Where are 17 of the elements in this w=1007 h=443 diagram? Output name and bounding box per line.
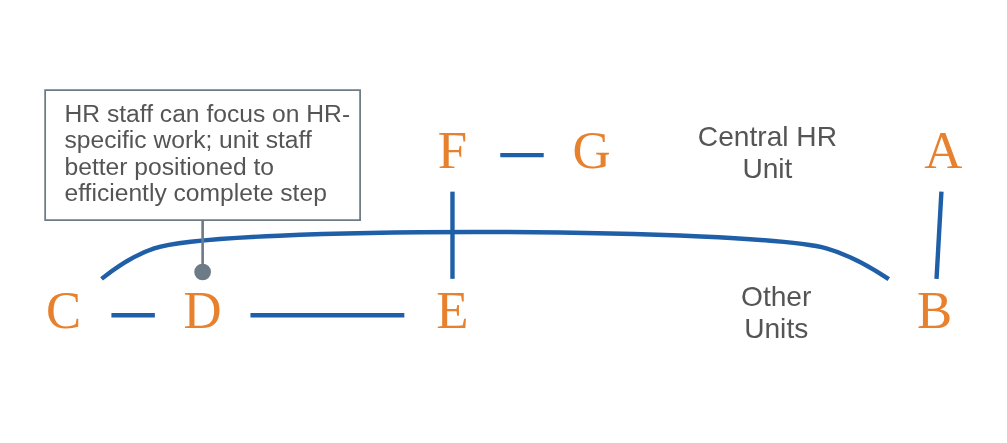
connector: [100, 229, 890, 281]
node-text: F: [437, 120, 468, 179]
node-box: HR staff can focus on HR-specific work; unit staff better positioned to efficiently complete step: [44, 88, 361, 221]
node-text: E: [436, 280, 469, 339]
node-text: B: [916, 280, 953, 339]
connector: [500, 152, 544, 157]
connector: [934, 191, 944, 279]
connector: [250, 312, 405, 317]
node-text: D: [183, 280, 222, 339]
node-text: C: [46, 280, 82, 339]
label: Central HR Unit: [697, 120, 838, 184]
label: Other Units: [741, 280, 812, 344]
node-text: A: [924, 120, 963, 179]
connector: [194, 220, 211, 280]
connector: [111, 312, 155, 317]
connector: [450, 191, 455, 279]
node-text: G: [572, 120, 611, 179]
